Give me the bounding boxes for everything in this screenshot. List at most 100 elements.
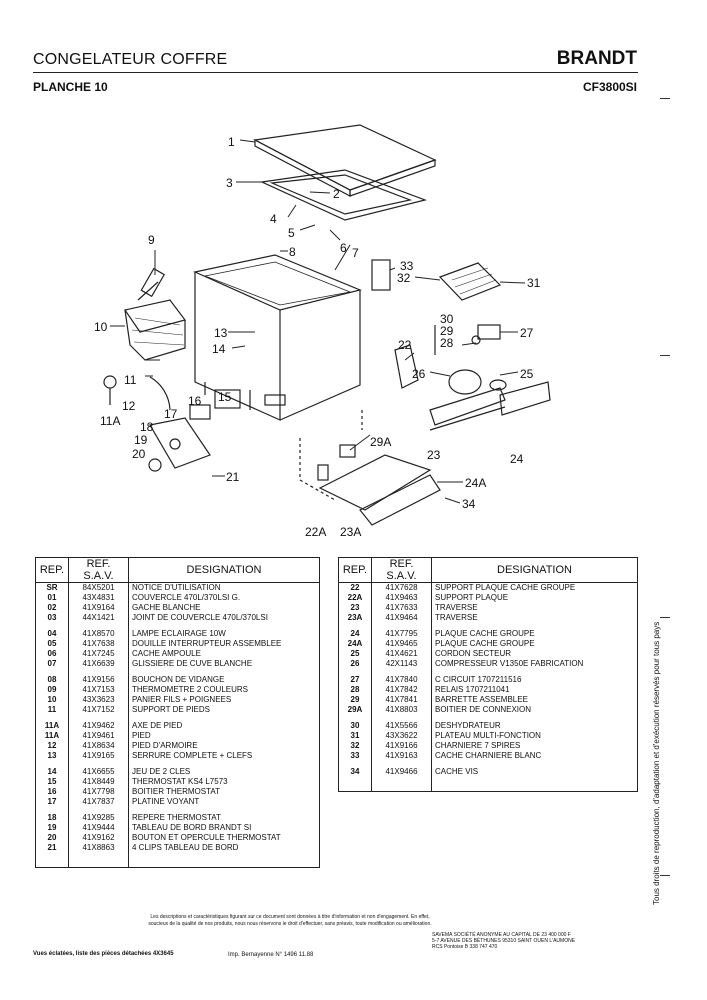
part-ref: 41X9162 [68,833,129,843]
part-designation: C CIRCUIT 1707211516 [431,675,638,685]
row-spacer [35,623,320,629]
part-designation: SERRURE COMPLETE + CLEFS [128,751,320,761]
spacer-cell [128,761,320,767]
part-designation: BOITIER DE CONNEXION [431,705,638,715]
part-designation: 4 CLIPS TABLEAU DE BORD [128,843,320,853]
spacer-cell [35,853,69,868]
part-rep: 34 [338,767,372,777]
spacer-cell [371,777,432,792]
part-rep: 07 [35,659,69,669]
part-designation: PANIER FILS + POIGNEES [128,695,320,705]
callout-label: 7 [352,246,359,260]
col-designation: DESIGNATION [431,557,638,583]
part-designation: CACHE VIS [431,767,638,777]
part-ref: 41X7245 [68,649,129,659]
part-designation: AXE DE PIED [128,721,320,731]
part-rep: 12 [35,741,69,751]
part-designation: SUPPORT PLAQUE [431,593,638,603]
part-designation: THERMOMETRE 2 COULEURS [128,685,320,695]
row-spacer [35,715,320,721]
part-designation: REPERE THERMOSTAT [128,813,320,823]
callout-label: 19 [134,433,148,447]
callout-label: 24 [510,452,524,466]
part-rep: 24 [338,629,372,639]
imprint-note: Imp. Bernayenne N° 1496 11.88 [228,952,314,958]
part-rep: 29A [338,705,372,715]
row-spacer [35,807,320,813]
part-ref: 41X7798 [68,787,129,797]
part-rep: 29 [338,695,372,705]
part-ref: 41X6639 [68,659,129,669]
part-ref: 41X6655 [68,767,129,777]
margin-tick [660,617,670,618]
plate-number: PLANCHE 10 [33,80,108,94]
part-rep: 13 [35,751,69,761]
part-rep: 03 [35,613,69,623]
header-rule [33,72,638,73]
part-ref: 41X7841 [371,695,432,705]
part-rep: 16 [35,787,69,797]
col-ref: REF. S.A.V. [68,557,129,583]
row-spacer [35,669,320,675]
part-designation: RELAIS 1707211041 [431,685,638,695]
callout-label: 18 [140,420,154,434]
part-designation: BOUCHON DE VIDANGE [128,675,320,685]
part-rep: 18 [35,813,69,823]
part-rep: 20 [35,833,69,843]
spacer-cell [431,669,638,675]
part-ref: 41X9461 [68,731,129,741]
part-ref: 41X7842 [371,685,432,695]
callout-label: 8 [289,245,296,259]
col-rep: REP. [35,557,69,583]
part-rep: 10 [35,695,69,705]
part-designation: CHARNIERE 7 SPIRES [431,741,638,751]
part-designation: PIED [128,731,320,741]
spacer-cell [128,853,320,868]
part-ref: 41X9165 [68,751,129,761]
part-ref: 41X9163 [371,751,432,761]
callout-label: 22 [398,338,412,352]
company-line: RCS Pontoise B 338 747 470 [432,944,498,950]
part-designation: SUPPORT DE PIEDS [128,705,320,715]
part-designation: JEU DE 2 CLES [128,767,320,777]
callout-label: 14 [212,342,226,356]
part-ref: 41X9164 [68,603,129,613]
part-designation: TRAVERSE [431,603,638,613]
col-designation: DESIGNATION [128,557,320,583]
part-rep: 21 [35,843,69,853]
part-rep: 27 [338,675,372,685]
part-ref: 41X5566 [371,721,432,731]
spacer-cell [68,853,129,868]
part-ref: 41X7152 [68,705,129,715]
row-spacer [338,623,638,629]
part-designation: BOUTON ET OPERCULE THERMOSTAT [128,833,320,843]
part-rep: 15 [35,777,69,787]
document-title: CONGELATEUR COFFRE [33,51,228,68]
part-rep: 25 [338,649,372,659]
part-ref: 41X9462 [68,721,129,731]
part-designation: COMPRESSEUR V1350E FABRICATION [431,659,638,669]
callout-label: 21 [226,470,240,484]
disclaimer-text: Les descriptions et caractéristiques fig… [148,914,432,927]
part-ref: 41X8570 [68,629,129,639]
part-ref: 41X8449 [68,777,129,787]
callout-label: 28 [440,336,454,350]
part-ref: 43X4831 [68,593,129,603]
callout-label: 29 [440,324,454,338]
part-designation: CACHE CHARNIERE BLANC [431,751,638,761]
part-rep: 04 [35,629,69,639]
callout-label: 29A [370,435,391,449]
part-designation: DOUILLE INTERRUPTEUR ASSEMBLEE [128,639,320,649]
